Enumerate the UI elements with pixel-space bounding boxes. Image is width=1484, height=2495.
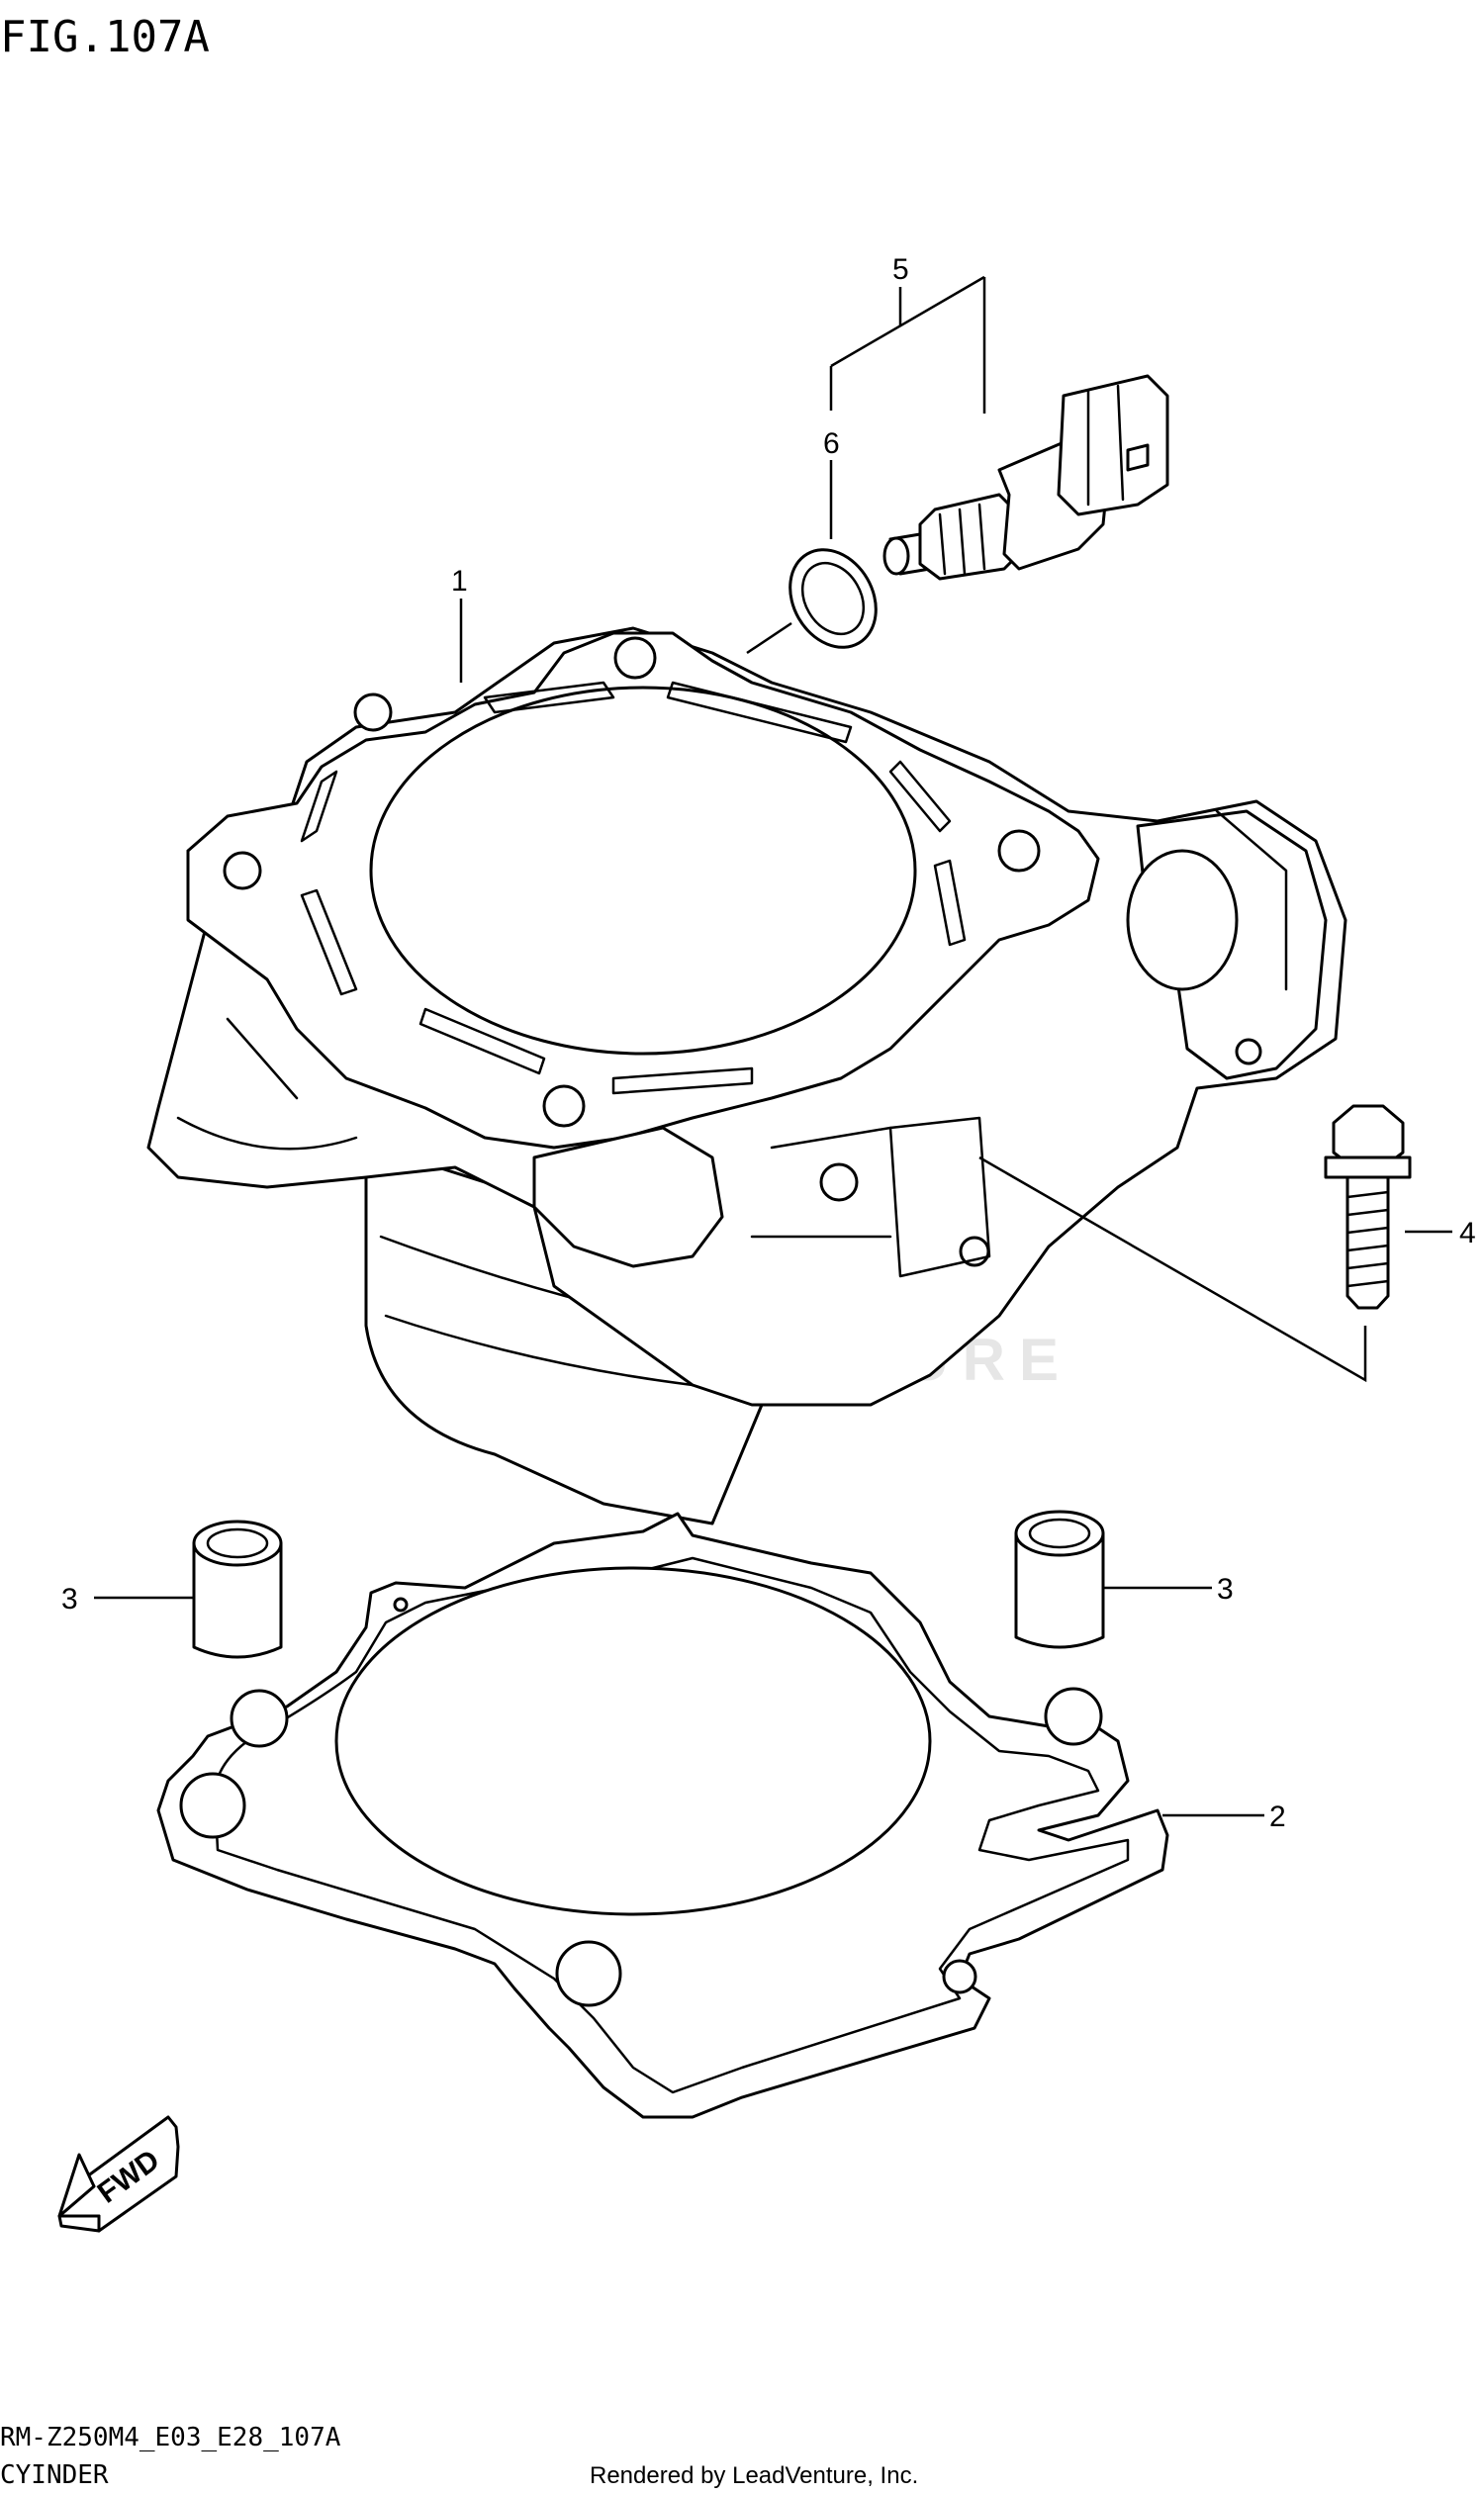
o-ring-part[interactable]	[773, 534, 892, 663]
model-code: RM-Z250M4_E03_E28_107A	[0, 2423, 341, 2452]
bolt-part[interactable]	[1324, 1104, 1412, 1310]
cylinder-part[interactable]	[146, 626, 1347, 1525]
callout-1: 1	[451, 565, 468, 598]
callout-3-left: 3	[61, 1583, 78, 1616]
callout-4: 4	[1459, 1217, 1476, 1249]
callout-5: 5	[892, 253, 909, 286]
cylinder-base-gasket-part[interactable]	[156, 1512, 1169, 2119]
dowel-pin-right-part[interactable]	[1014, 1510, 1105, 1649]
dowel-pin-left-part[interactable]	[192, 1520, 283, 1659]
section-name: CYINDER	[0, 2460, 109, 2490]
callout-6: 6	[823, 427, 840, 460]
callout-2: 2	[1269, 1801, 1286, 1833]
leader-lines	[94, 275, 1452, 1817]
rendered-by-credit: Rendered by LeadVenture, Inc.	[590, 2462, 918, 2489]
callout-3-right: 3	[1217, 1573, 1234, 1606]
figure-title: FIG.107A	[0, 12, 210, 62]
fwd-direction-arrow: FWD	[57, 2115, 180, 2233]
temperature-sensor-part[interactable]	[882, 374, 1169, 581]
